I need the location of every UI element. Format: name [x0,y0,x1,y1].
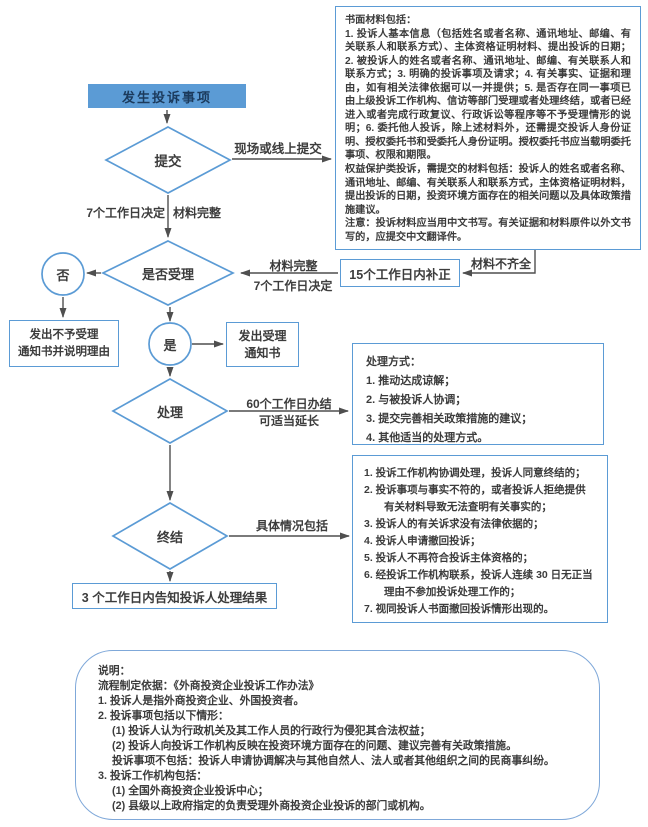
no-circle-label: 否 [56,267,70,283]
terminate-diamond-label: 终结 [156,529,183,545]
materials-body: 1. 投诉人基本信息（包括姓名或者名称、通讯地址、邮编、有关联系人和联系方式）、… [345,28,631,162]
edge-label-onsite-online: 现场或线上提交 [234,142,322,156]
start-node: 发生投诉事项 [88,84,246,108]
note-line: 3. 投诉工作机构包括： [98,770,208,782]
edge-label-handle60: 60个工作日办结 [246,397,332,411]
methods-item: 1. 推动达成谅解； [366,375,456,387]
edge-label-complete-left: 材料完整 [173,206,222,220]
edge-label-situations: 具体情况包括 [255,519,328,533]
no-circle [41,252,85,296]
materials-note: 注意：投诉材料应当用中文书写。有关证据和材料原件以外文书写的，应提交中文翻译件。 [345,218,631,243]
submit-diamond-label: 提交 [154,154,182,169]
situations-item: 7. 视同投诉人书面撤回投诉情形出现的。 [364,603,555,615]
yes-circle-label: 是 [163,337,177,353]
situations-item: 4. 投诉人申请撤回投诉； [364,535,481,547]
materials-title: 书面材料包括： [345,15,417,26]
situations-item: 6. 经投诉工作机构联系，投诉人连续 30 日无正当理由不参加投诉处理工作的； [364,569,593,598]
edge-label-complete-right: 材料完整 [269,259,318,273]
yes-circle [148,322,192,366]
edge-label-decide7-left: 7个工作日决定 [86,206,165,220]
accept-decision-label: 是否受理 [141,266,194,282]
edge-label-incomplete: 材料不齐全 [470,257,531,271]
situations-item: 2. 投诉事项与事实不符的，或者投诉人拒绝提供有关材料导致无法查明有关事实的； [364,484,586,513]
materials-rights: 权益保护类投诉，需提交的材料包括：投诉人的姓名或者名称、通讯地址、邮编、有关联系… [345,164,631,216]
reject-notice-node: 发出不予受理 通知书并说明理由 [9,320,119,367]
note-line: (2) 投诉人向投诉工作机构反映在投资环境方面存在的问题、建议完善有关政策措施。 [112,740,517,752]
situations-item: 5. 投诉人不再符合投诉主体资格的； [364,552,534,564]
supplement-node: 15个工作日内补正 [340,259,460,287]
terminate-diamond [111,502,229,570]
note-box: 说明： 流程制定依据：《外商投资企业投诉工作办法》 1. 投诉人是指外商投资企业… [75,650,600,820]
situations-box: 1. 投诉工作机构协调处理，投诉人同意终结的； 2. 投诉事项与事实不符的，或者… [352,455,608,623]
accept-decision-diamond [101,240,235,306]
note-line: 2. 投诉事项包括以下情形： [98,710,229,722]
methods-item: 4. 其他适当的处理方式。 [366,432,489,444]
note-line: 流程制定依据：《外商投资企业投诉工作办法》 [98,680,320,692]
note-line: (2) 县级以上政府指定的负责受理外商投资企业投诉的部门或机构。 [112,800,431,812]
note-line: (1) 投诉人认为行政机关及其工作人员的行政行为侵犯其合法权益； [112,725,431,737]
accept-notice-node: 发出受理 通知书 [226,322,299,367]
handle-diamond [111,378,229,444]
note-line: 说明： [98,665,131,677]
edge-label-extend: 可适当延长 [258,414,319,428]
methods-title: 处理方式： [366,356,421,368]
situations-item: 1. 投诉工作机构协调处理，投诉人同意终结的； [364,467,586,479]
note-line: 投诉事项不包括：投诉人申请协调解决与其他自然人、法人或者其他组织之间的民商事纠纷… [112,755,555,767]
result-node: 3 个工作日内告知投诉人处理结果 [72,583,277,609]
note-line: 1. 投诉人是指外商投资企业、外国投资者。 [98,695,305,707]
materials-box: 书面材料包括： 1. 投诉人基本信息（包括姓名或者名称、通讯地址、邮编、有关联系… [335,6,641,250]
situations-item: 3. 投诉人的有关诉求没有法律依据的； [364,518,544,530]
methods-item: 2. 与被投诉人协调； [366,394,467,406]
handle-diamond-label: 处理 [156,404,183,420]
methods-box: 处理方式： 1. 推动达成谅解； 2. 与被投诉人协调； 3. 提交完善相关政策… [352,343,604,445]
edge-label-decide7-right: 7个工作日决定 [253,279,333,293]
submit-diamond [104,126,232,194]
methods-item: 3. 提交完善相关政策措施的建议； [366,413,533,425]
note-line: (1) 全国外商投资企业投诉中心； [112,785,269,797]
arrow-materials-to-supplement [462,250,536,277]
